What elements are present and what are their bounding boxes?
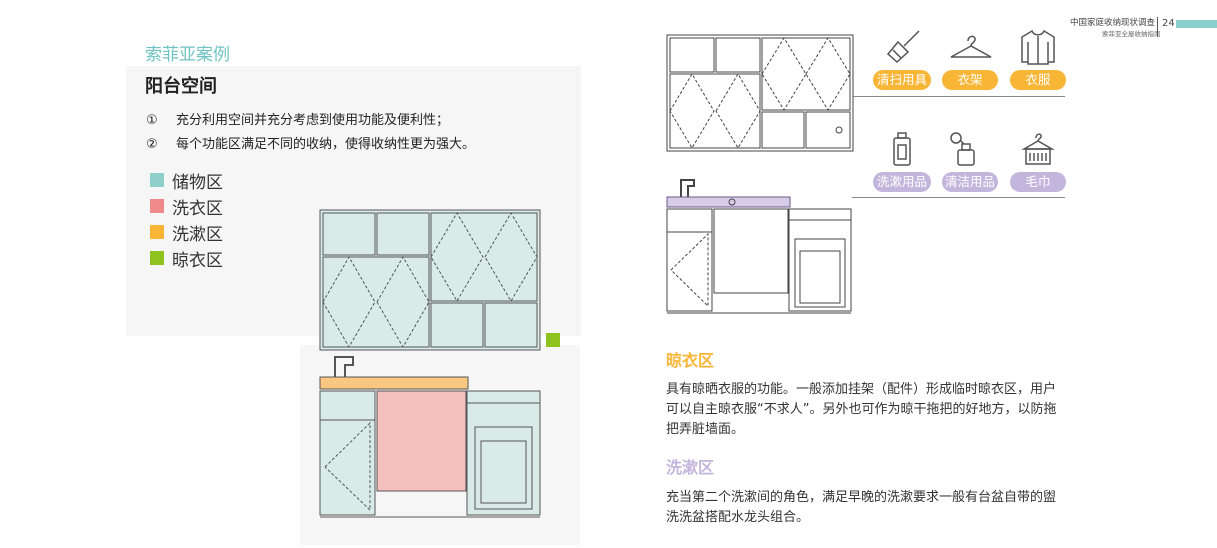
upper-door <box>669 73 761 149</box>
upper-cabinet-door <box>322 212 376 256</box>
tag-towels: 毛巾 <box>1010 172 1066 192</box>
shirt-icon <box>1021 29 1055 65</box>
bottle-icon <box>893 132 911 166</box>
legend-item-laundry: 洗衣区 <box>150 193 223 219</box>
connector-line-row2 <box>852 197 1065 198</box>
point-2-number: ② <box>146 137 158 152</box>
header-accent-bar <box>1176 20 1217 28</box>
cabinet-door <box>474 426 533 510</box>
point-2: ② 每个功能区满足不同的收纳，使得收纳性更为强大。 <box>146 133 475 152</box>
legend-label-washing: 洗漱区 <box>172 224 223 245</box>
tag-cleaning-supplies: 清洁用品 <box>942 172 998 192</box>
legend-item-washing: 洗漱区 <box>150 219 223 245</box>
washer-bay <box>713 208 789 294</box>
upper-door <box>761 111 805 149</box>
colored-cabinet-drawing <box>319 209 560 518</box>
upper-cabinet-outline <box>666 34 854 152</box>
legend-label-laundry: 洗衣区 <box>172 198 223 219</box>
laundry-zone-cabinet <box>376 390 467 492</box>
legend-swatch-laundry <box>150 199 164 213</box>
hanger-icon <box>950 35 992 58</box>
zone-legend: 储物区 洗衣区 洗漱区 晾衣区 <box>150 167 223 271</box>
point-1-text: 充分利用空间并充分考虑到使用功能及便利性； <box>176 113 450 128</box>
legend-label-storage: 储物区 <box>172 172 223 193</box>
legend-label-drying: 晾衣区 <box>172 250 223 271</box>
connector-line-row1 <box>852 96 1065 97</box>
section-text-drying: 具有晾晒衣服的功能。一般添加挂架（配件）形成临时晾衣区，用户可以自主晾衣服“不求… <box>666 382 1057 437</box>
legend-swatch-storage <box>150 173 164 187</box>
base-cabinet-left <box>319 390 376 516</box>
legend-item-storage: 储物区 <box>150 167 223 193</box>
legend-swatch-drying <box>150 251 164 265</box>
case-title: 阳台空间 <box>145 76 217 97</box>
legend-swatch-washing <box>150 225 164 239</box>
base-cabinet-right <box>466 390 541 516</box>
report-header: 中国家庭收纳现状调查 索菲亚全屋收纳指南 24 <box>1062 16 1217 40</box>
towel-icon <box>1021 133 1055 165</box>
upper-cabinet-door <box>376 212 430 256</box>
hook-point <box>835 126 843 134</box>
tag-hangers: 衣架 <box>942 70 998 90</box>
countertop-washing-zone <box>319 376 469 390</box>
page-number: 24 <box>1162 18 1175 29</box>
faucet <box>334 356 354 377</box>
upper-cabinet <box>319 209 541 351</box>
door-swing-lines <box>669 37 851 149</box>
line-cabinet-drawing <box>666 34 854 314</box>
report-title: 中国家庭收纳现状调查 <box>1070 18 1156 28</box>
spray-bottle-icon <box>950 132 975 166</box>
faucet <box>680 179 695 197</box>
drying-zone-marker <box>546 333 560 347</box>
sink-drain <box>728 198 736 206</box>
cabinet-door-panel <box>799 250 841 304</box>
upper-cabinet-door <box>322 256 430 348</box>
section-title-drying: 晾衣区 <box>666 351 715 370</box>
base-cabinet-right <box>788 208 852 312</box>
cabinet-door <box>794 238 846 308</box>
point-1-number: ① <box>146 113 158 128</box>
case-eyebrow: 索菲亚案例 <box>145 45 230 65</box>
broom-icon <box>886 30 920 64</box>
section-text-washing: 充当第二个洗漱间的角色，满足早晚的洗漱要求一般有台盆自带的盥洗洗盆搭配水龙头组合… <box>666 490 1057 525</box>
tag-toiletries: 洗漱用品 <box>873 172 931 192</box>
upper-cabinet-door <box>484 302 538 348</box>
point-2-text: 每个功能区满足不同的收纳，使得收纳性更为强大。 <box>176 137 476 152</box>
cabinet-door-panel <box>480 440 527 504</box>
legend-item-drying: 晾衣区 <box>150 245 223 271</box>
upper-door <box>805 111 851 149</box>
door-swing-line <box>670 232 709 308</box>
upper-cabinet-door <box>430 302 484 348</box>
section-title-washing: 洗漱区 <box>666 458 715 477</box>
header-divider <box>1157 17 1158 37</box>
tag-clothes: 衣服 <box>1010 70 1066 90</box>
door-swing-lines <box>322 212 538 348</box>
tag-cleaning-tools: 清扫用具 <box>873 70 931 90</box>
report-subtitle: 索菲亚全屋收纳指南 <box>1102 30 1161 38</box>
point-1: ① 充分利用空间并充分考虑到使用功能及便利性； <box>146 109 449 128</box>
base-cabinet-left <box>666 208 713 312</box>
upper-door <box>669 37 715 73</box>
upper-door <box>715 37 761 73</box>
door-swing-line <box>324 421 371 512</box>
